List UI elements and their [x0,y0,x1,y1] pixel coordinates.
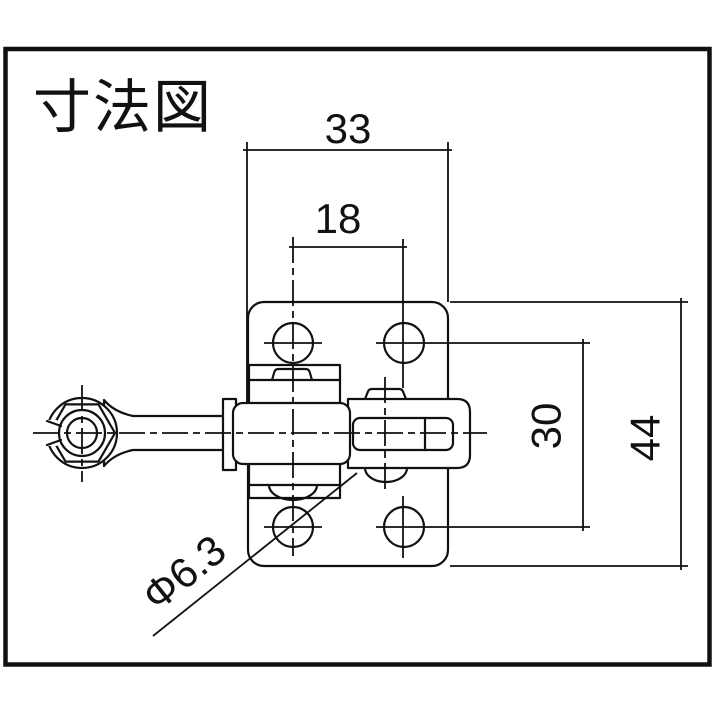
center-lines [33,237,487,556]
dim-label-18: 18 [315,195,362,242]
page-title: 寸法図 [33,75,213,140]
dim-label-30: 30 [523,403,570,450]
hole-centerlines [264,239,590,558]
pivot-pin-head [270,367,314,382]
dimension-30: 30 [523,339,584,531]
dim-label-44: 44 [622,415,669,462]
handle-bracket [346,387,472,484]
frame-border [3,46,712,667]
dim-label-hole-diameter: Φ6.3 [133,526,234,620]
dim-label-33: 33 [325,105,372,152]
bracket-boss-arc [363,466,409,484]
dimension-44: 44 [450,298,688,570]
dimension-33: 33 [243,105,452,403]
handle-slot [351,416,455,452]
dimension-18: 18 [289,195,407,248]
